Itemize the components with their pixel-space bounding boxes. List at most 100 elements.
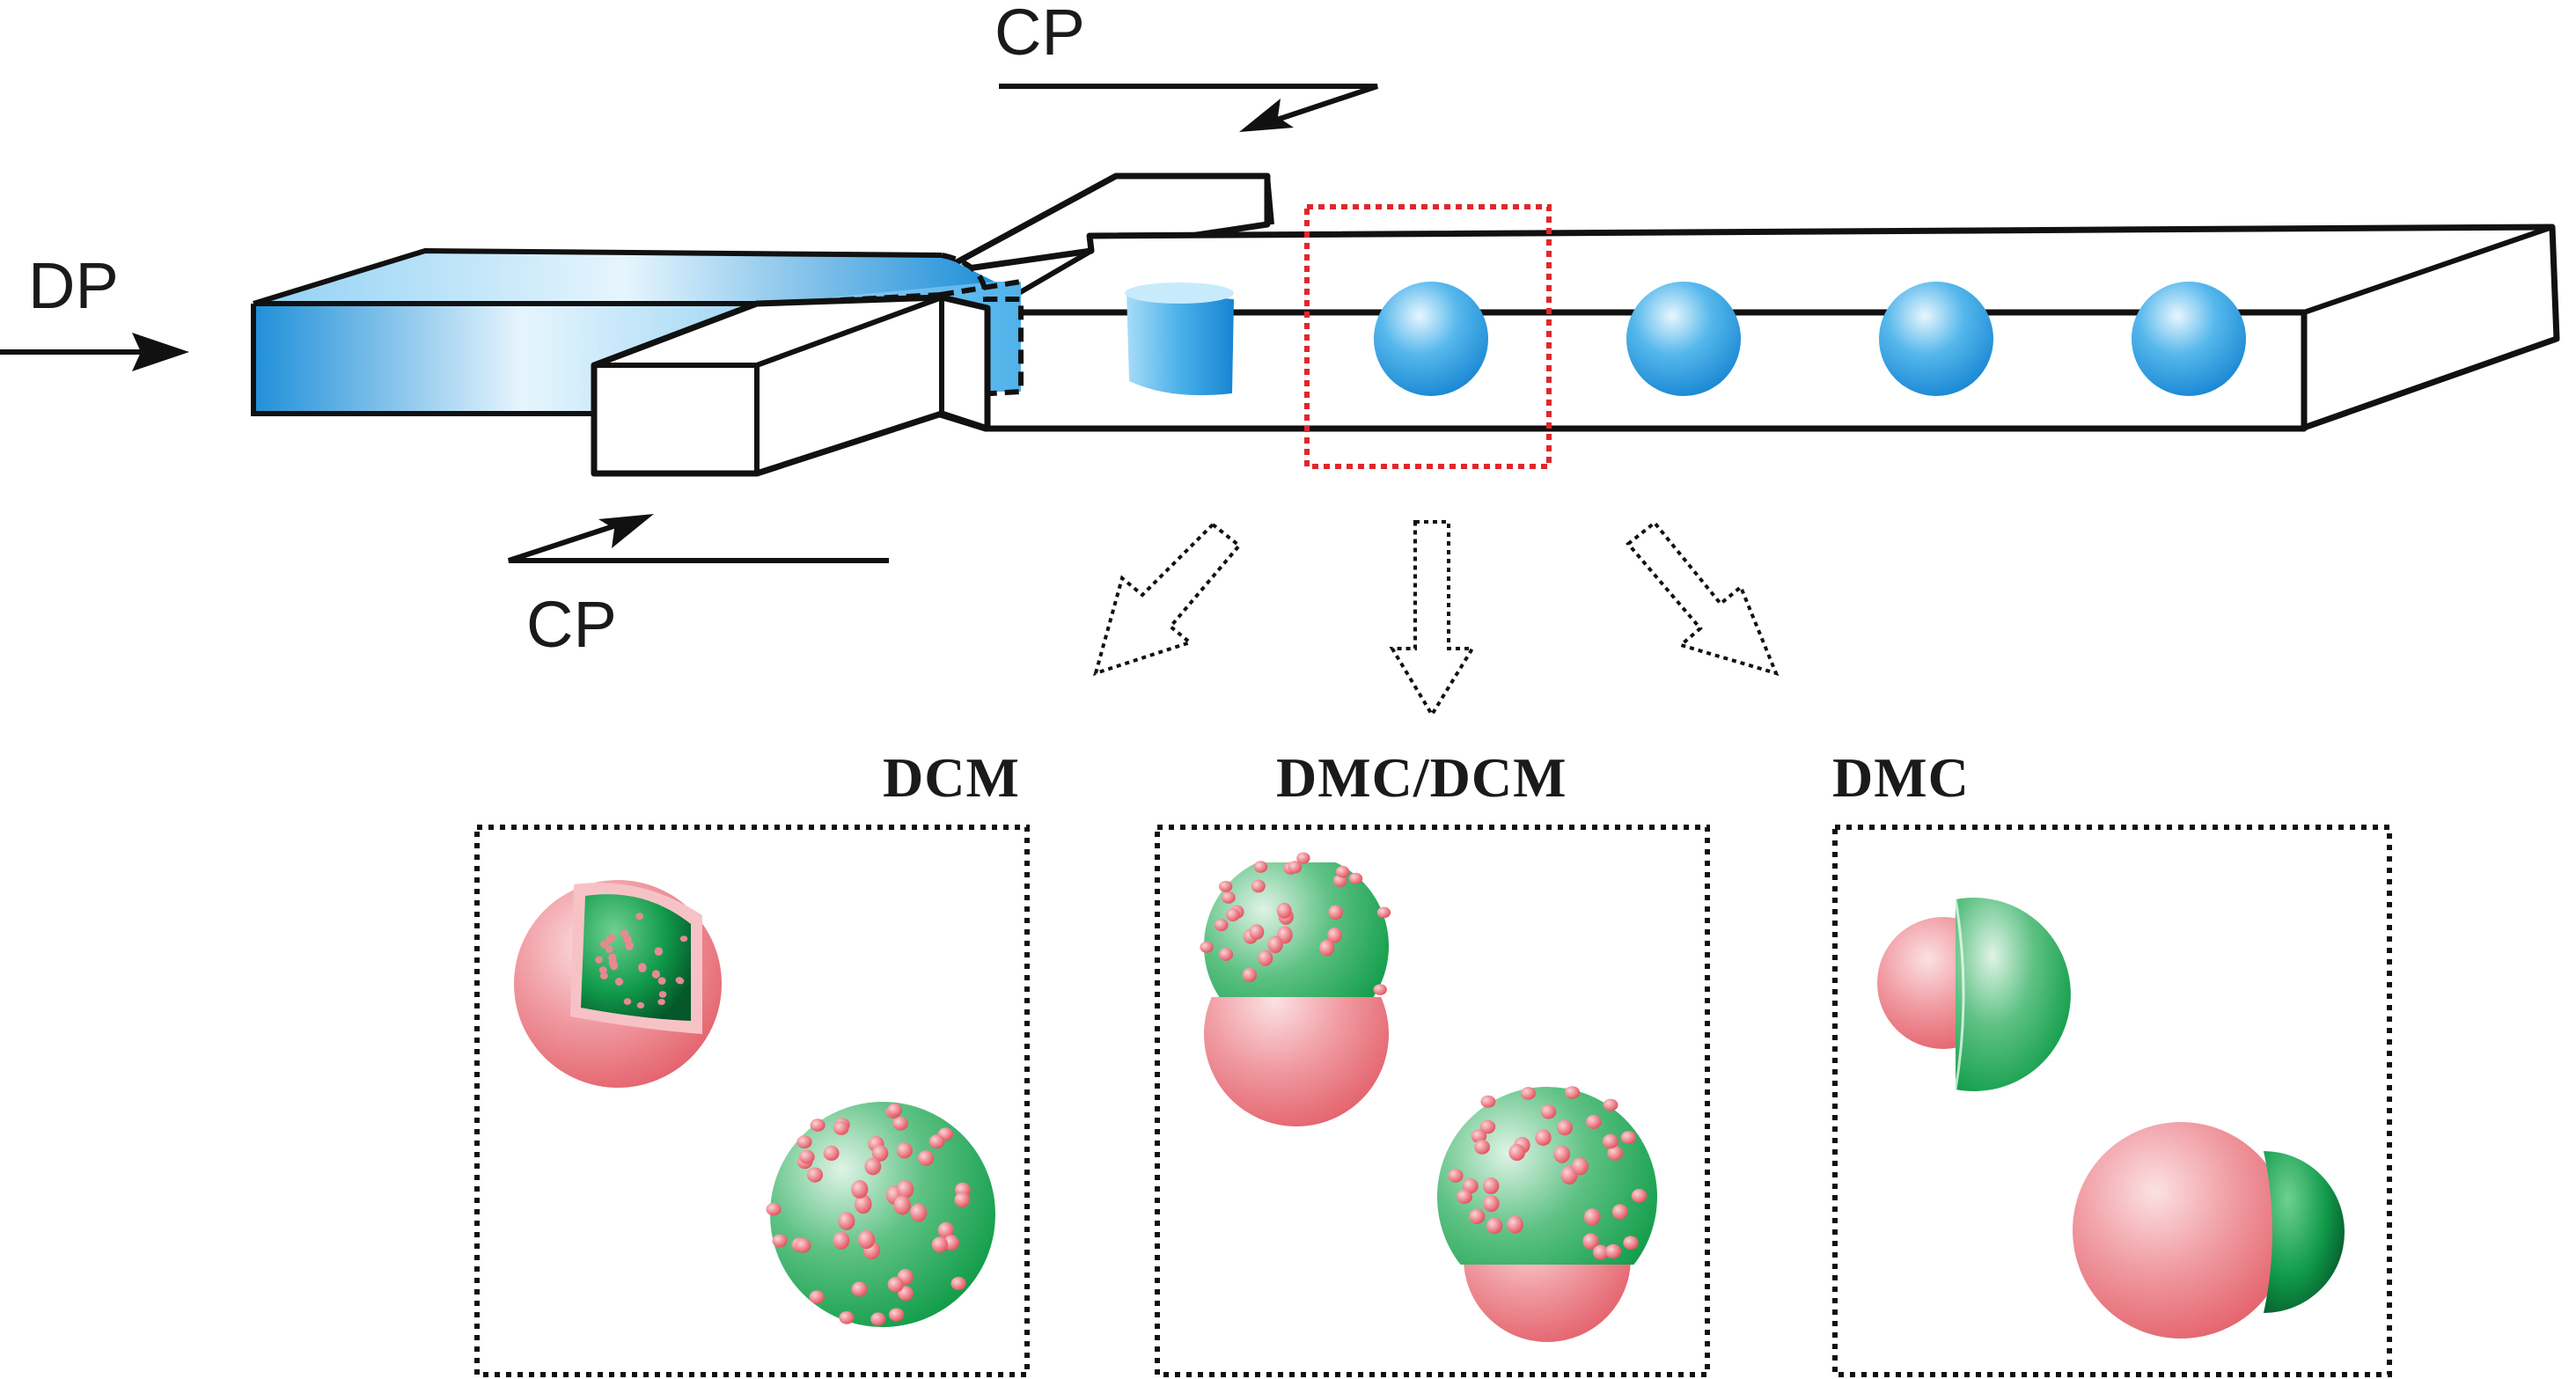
- cp-top-arrow: [999, 84, 1378, 124]
- surface-dot: [595, 956, 603, 964]
- cp-top-label: CP: [994, 0, 1085, 69]
- surface-dot: [1631, 1188, 1648, 1203]
- surface-dot: [799, 1149, 815, 1164]
- surface-dot: [1258, 950, 1273, 966]
- surface-dot: [1483, 1177, 1500, 1194]
- dp-label: DP: [28, 249, 119, 322]
- cp-bottom-label: CP: [526, 588, 617, 661]
- highlight-box: [1304, 204, 1552, 469]
- surface-dot: [605, 944, 613, 953]
- surface-dot: [1296, 852, 1310, 864]
- surface-dot: [839, 1311, 855, 1324]
- surface-dot: [855, 1194, 872, 1214]
- surface-dot: [1520, 1087, 1537, 1100]
- surface-dot: [1222, 891, 1236, 904]
- surface-dot: [1486, 1217, 1503, 1235]
- cp-bottom-arrow: [508, 523, 889, 563]
- surface-dot: [897, 1180, 914, 1199]
- surface-dot: [1348, 872, 1363, 884]
- dmc-dcm-particle-large: [1437, 1086, 1657, 1342]
- surface-dot: [657, 977, 666, 985]
- surface-dot: [1253, 861, 1268, 873]
- surface-dot: [1457, 1189, 1472, 1205]
- panel-dmc: [1832, 825, 2392, 1377]
- surface-dot: [654, 947, 663, 956]
- surface-dot: [608, 957, 617, 966]
- surface-dot: [954, 1192, 971, 1207]
- surface-dot: [1583, 1208, 1601, 1226]
- surface-dot: [1605, 1243, 1621, 1259]
- surface-dot: [638, 963, 647, 972]
- surface-dot: [1332, 874, 1347, 887]
- surface-dot: [892, 1116, 908, 1131]
- surface-dot: [766, 1202, 782, 1216]
- surface-dot: [600, 972, 608, 979]
- cp-bottom-arrowhead-icon: [598, 514, 654, 548]
- surface-dot: [635, 913, 643, 921]
- lower-side-channel: [591, 294, 991, 477]
- surface-dot: [833, 1231, 850, 1250]
- surface-dot: [614, 978, 624, 986]
- surface-dot: [1507, 1215, 1523, 1234]
- surface-dot: [657, 999, 665, 1005]
- cp-top-arrowhead-icon: [1239, 99, 1294, 132]
- surface-dot: [1479, 1119, 1496, 1134]
- surface-dot: [893, 1195, 911, 1215]
- surface-dot: [1218, 880, 1233, 892]
- dcm-cutaway-particle: [514, 880, 722, 1088]
- surface-dot: [1225, 908, 1240, 921]
- surface-dot: [851, 1179, 869, 1199]
- surface-dot: [889, 1308, 905, 1322]
- surface-dot: [918, 1150, 935, 1166]
- dp-arrowhead-icon: [132, 333, 189, 371]
- surface-dot: [1611, 1204, 1628, 1220]
- surface-dot: [1483, 1195, 1500, 1213]
- droplet-3: [1879, 282, 1993, 396]
- surface-dot: [598, 966, 607, 974]
- surface-dot: [676, 978, 685, 985]
- surface-dot: [795, 1238, 811, 1253]
- panel-dcm: [474, 825, 1030, 1377]
- surface-dot: [1553, 1145, 1571, 1163]
- surface-dot: [623, 998, 632, 1005]
- surface-dot: [1480, 1095, 1496, 1108]
- surface-dot: [871, 1145, 889, 1162]
- droplet-4: [2132, 282, 2246, 396]
- surface-dot: [1276, 902, 1292, 919]
- surface-dot: [910, 1203, 928, 1222]
- surface-dot: [1474, 1140, 1490, 1155]
- forming-droplet: [1125, 282, 1234, 396]
- surface-dot: [1623, 1236, 1639, 1250]
- surface-dot: [1603, 1098, 1618, 1111]
- surface-dot: [679, 935, 688, 943]
- panel-dmc-dcm: [1155, 825, 1710, 1377]
- surface-dot: [950, 1276, 966, 1291]
- surface-dot: [1335, 865, 1350, 878]
- surface-dot: [1602, 1133, 1618, 1149]
- surface-dot: [1251, 879, 1266, 893]
- surface-dot: [1564, 1086, 1581, 1099]
- surface-dot: [1249, 924, 1265, 940]
- janus-particle-1: [1877, 898, 2071, 1091]
- dmc-dcm-particle-small: [1200, 852, 1391, 1126]
- surface-dot: [887, 1276, 904, 1293]
- surface-dot: [1327, 927, 1342, 943]
- surface-dot: [851, 1281, 868, 1297]
- surface-dot: [1557, 1119, 1573, 1136]
- surface-dot: [620, 929, 629, 938]
- surface-dot: [937, 1221, 955, 1239]
- surface-dot: [1448, 1169, 1464, 1183]
- surface-dot: [809, 1290, 825, 1304]
- surface-dot: [1586, 1114, 1602, 1129]
- surface-dot: [931, 1236, 949, 1253]
- panel-title-dmc: DMC: [1832, 746, 1970, 809]
- dcm-surface-particle: [766, 1102, 995, 1327]
- surface-dot: [1200, 941, 1214, 953]
- microchannel: [251, 172, 2560, 477]
- surface-dot: [1582, 1233, 1599, 1250]
- surface-dot: [898, 1286, 914, 1302]
- arrow-to-dmc-dcm-icon: [1389, 520, 1476, 718]
- surface-dot: [1376, 906, 1391, 919]
- surface-dot: [896, 1142, 913, 1159]
- surface-dot: [810, 1119, 826, 1132]
